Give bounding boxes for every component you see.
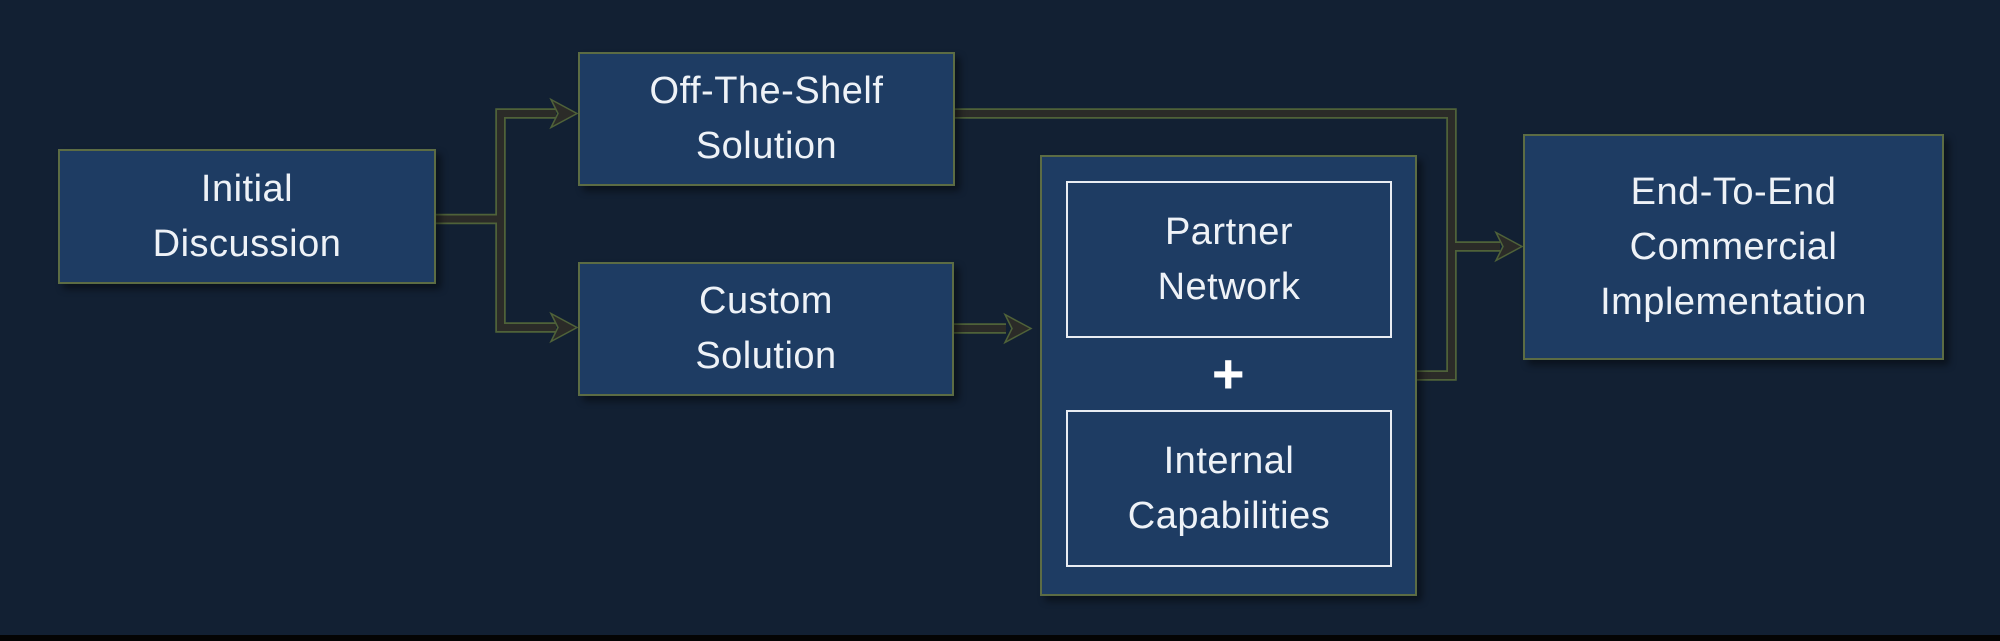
node-partner-internal-group: Partner Network + Internal Capabilities	[1040, 155, 1417, 596]
node-internal-capabilities-line1: Internal	[1163, 439, 1295, 482]
node-custom-solution: Custom Solution	[578, 262, 954, 396]
node-initial-discussion-line1: Initial	[200, 167, 294, 210]
node-end-to-end-line2: Commercial	[1629, 225, 1838, 268]
node-partner-network: Partner Network	[1066, 181, 1392, 338]
node-off-the-shelf-line1: Off-The-Shelf	[649, 70, 884, 112]
node-internal-capabilities-line2: Capabilities	[1127, 494, 1331, 537]
node-initial-discussion-line2: Discussion	[152, 222, 342, 265]
node-off-the-shelf-solution: Off-The-Shelf Solution	[578, 52, 955, 186]
connector-initial-split	[436, 108, 556, 333]
node-end-to-end-line3: Implementation	[1600, 280, 1867, 323]
arrowhead-to-off-the-shelf-icon	[549, 97, 579, 130]
arrowhead-to-end-to-end-icon	[1494, 230, 1524, 263]
node-partner-network-line2: Network	[1157, 265, 1301, 308]
plus-icon: +	[1211, 342, 1246, 405]
node-off-the-shelf-line2: Solution	[695, 125, 838, 167]
node-end-to-end-line1: End-To-End	[1630, 170, 1837, 213]
bottom-edge-bar	[0, 635, 2000, 641]
node-initial-discussion: Initial Discussion	[58, 149, 436, 284]
node-custom-solution-line1: Custom	[699, 280, 833, 322]
node-internal-capabilities: Internal Capabilities	[1066, 410, 1392, 567]
arrowhead-to-group-icon	[1003, 312, 1033, 345]
arrowhead-to-custom-solution-icon	[549, 311, 579, 344]
node-custom-solution-line2: Solution	[695, 335, 837, 377]
node-end-to-end-commercial-implementation: End-To-End Commercial Implementation	[1523, 134, 1944, 360]
node-partner-network-line1: Partner	[1164, 210, 1294, 253]
connector-initial-split-core	[436, 110, 556, 331]
